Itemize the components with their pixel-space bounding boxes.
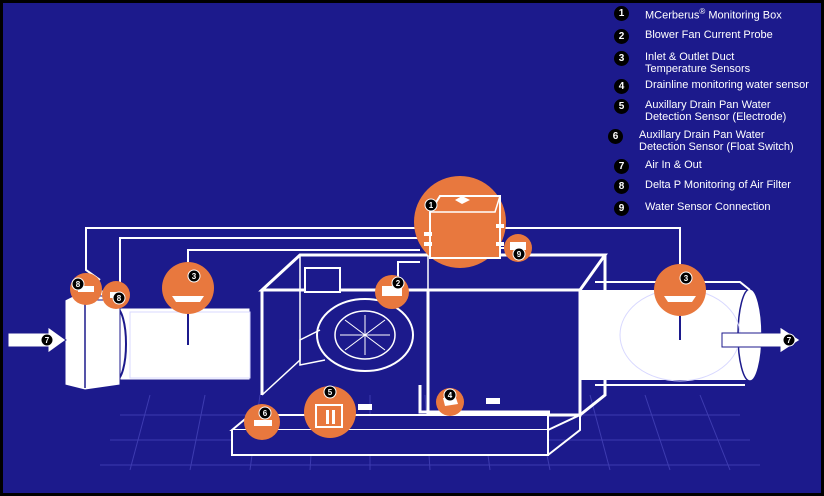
callout-outlet-temp <box>654 264 706 316</box>
callout-badge-number: 8 <box>76 280 81 289</box>
callout-badges: 1 2 3 3 4 5 6 7 7 8 8 9 <box>40 198 796 420</box>
callout-badge-number: 8 <box>117 294 122 303</box>
legend-number: 2 <box>614 29 629 44</box>
legend-number: 6 <box>608 129 623 144</box>
callout-badge-number: 4 <box>448 391 453 400</box>
callout-badge-9: 9 <box>512 247 526 261</box>
legend-item-9: 9 Water Sensor Connection <box>614 201 771 216</box>
callout-badge-3: 3 <box>679 271 693 285</box>
drain-pan <box>229 413 581 456</box>
legend-label: Water Sensor Connection <box>645 201 771 213</box>
legend-number: 7 <box>614 159 629 174</box>
callout-badge-number: 3 <box>192 272 197 281</box>
callout-badge-3: 3 <box>187 269 201 283</box>
blower-fan <box>299 298 414 372</box>
legend-label: Inlet & Outlet Duct Temperature Sensors <box>645 51 751 75</box>
drainline-pipe <box>418 385 550 414</box>
legend-item-8: 8 Delta P Monitoring of Air Filter <box>614 179 791 194</box>
legend-label: Auxillary Drain Pan Water Detection Sens… <box>639 129 794 153</box>
inlet-duct <box>105 307 251 381</box>
legend-label: Blower Fan Current Probe <box>645 29 773 41</box>
legend-number: 1 <box>614 6 629 21</box>
legend-label: MCerberus® Monitoring Box <box>645 7 782 22</box>
callout-badge-5: 5 <box>323 385 337 399</box>
callout-badge-6: 6 <box>258 406 272 420</box>
callout-badge-7: 7 <box>40 333 54 347</box>
legend-item-5: 5 Auxillary Drain Pan Water Detection Sen… <box>614 99 786 123</box>
legend-number: 5 <box>614 99 629 114</box>
callout-badge-number: 5 <box>328 388 333 397</box>
legend-item-7: 7 Air In & Out <box>614 159 702 174</box>
callout-badge-1: 1 <box>424 198 438 212</box>
callout-badge-number: 1 <box>429 201 434 210</box>
airflow-arrows <box>7 326 801 354</box>
legend-label: Air In & Out <box>645 159 702 171</box>
legend-item-3: 3 Inlet & Outlet Duct Temperature Sensors <box>614 51 750 75</box>
legend-label: Auxillary Drain Pan Water Detection Sens… <box>645 99 787 123</box>
air-out-arrow <box>721 326 801 354</box>
legend-item-6: 6 Auxillary Drain Pan Water Detection Sen… <box>608 129 794 153</box>
callout-badge-number: 7 <box>787 336 792 345</box>
callout-badge-2: 2 <box>391 276 405 290</box>
legend-item-1: 1 MCerberus® Monitoring Box <box>614 6 782 22</box>
callout-badge-number: 3 <box>684 274 689 283</box>
callout-badge-7: 7 <box>782 333 796 347</box>
callout-badge-number: 7 <box>45 336 50 345</box>
air-in-arrow <box>7 326 67 354</box>
callout-badge-number: 6 <box>263 409 268 418</box>
callout-badge-4: 4 <box>443 388 457 402</box>
capacitor-box <box>304 267 341 293</box>
legend-item-4: 4 Drainline monitoring water sensor <box>614 79 809 94</box>
callout-badge-number: 2 <box>396 279 401 288</box>
legend-number: 9 <box>614 201 629 216</box>
callout-badge-8: 8 <box>112 291 126 305</box>
callout-badge-number: 9 <box>517 250 522 259</box>
legend-label: Delta P Monitoring of Air Filter <box>645 179 791 191</box>
callout-badge-8: 8 <box>71 277 85 291</box>
legend-number: 4 <box>614 79 629 94</box>
legend-label: Drainline monitoring water sensor <box>645 79 809 91</box>
monitoring-box-device <box>424 195 504 259</box>
legend-number: 3 <box>614 51 629 66</box>
legend-number: 8 <box>614 179 629 194</box>
legend-item-2: 2 Blower Fan Current Probe <box>614 29 773 44</box>
callout-inlet-temp <box>162 262 214 314</box>
